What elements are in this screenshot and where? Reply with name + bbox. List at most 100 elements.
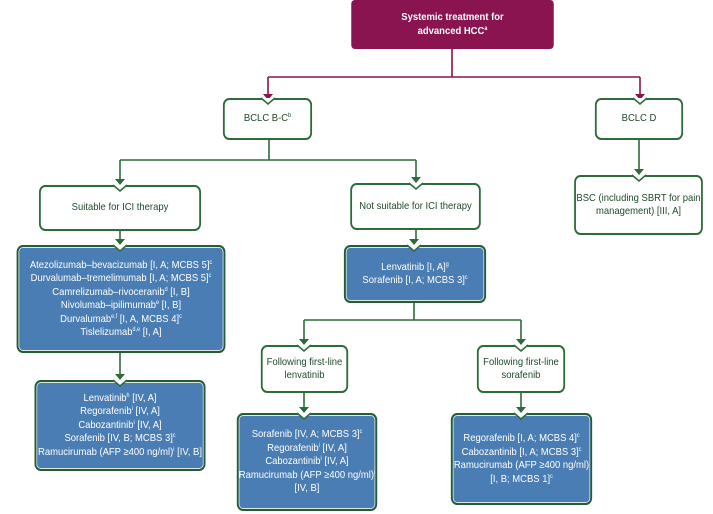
- suitable-label: Suitable for ICI therapy: [71, 201, 169, 214]
- option-text: Sorafenib [I, A; MCBS 3]: [362, 274, 465, 286]
- bsc-line: BSC (including SBRT for pain: [576, 191, 701, 204]
- option-line: Cabozantinibi [IV, A]: [78, 419, 161, 433]
- option-text: Cabozantinib: [265, 455, 321, 468]
- option-text: [I, A, MCBS 4]: [117, 312, 180, 325]
- node-bsc: BSC (including SBRT for pain management)…: [574, 175, 703, 235]
- option-line: Ramucirumab (AFP ≥400 ng/ml)i: [239, 469, 375, 483]
- option-line: Regorafenibi [IV, A]: [80, 405, 160, 419]
- option-line: Durvalumab–tremelimumab [I, A; MCBS 5]c: [31, 272, 212, 286]
- bclc-d-label: BCLC D: [621, 112, 657, 125]
- option-text: Nivolumab–ipilimumab: [60, 299, 157, 311]
- footnote-marker: d,e: [132, 327, 141, 333]
- option-line: Lenvatinibh [IV, A]: [83, 392, 156, 406]
- option-line: Ramucirumab (AFP ≥400 ng/ml): [454, 459, 589, 473]
- root-node-systemic-treatment: Systemic treatment for advanced HCCa: [351, 0, 554, 49]
- option-text: Regorafenib: [267, 441, 319, 454]
- footnote-marker: g: [445, 261, 449, 268]
- option-line: Nivolumab–ipilimumabe [I, B]: [61, 299, 181, 313]
- option-line: Atezolizumab–bevacizumab [I, A; MCBS 5]c: [30, 259, 212, 273]
- footnote-marker: i: [133, 419, 135, 426]
- option-line: Cabozantinibi [IV, A]: [265, 455, 348, 469]
- option-text: [IV, A]: [129, 391, 157, 404]
- footnote-marker: c: [179, 313, 182, 320]
- option-text: [IV, A]: [132, 405, 160, 418]
- option-line: Regorafenibi [IV, A]: [267, 442, 347, 456]
- option-text: Durvalumab–tremelimumab [I, A; MCBS 5]: [30, 272, 209, 284]
- node-ici-first-line-options: Atezolizumab–bevacizumab [I, A; MCBS 5]c…: [16, 245, 226, 353]
- option-text: Cabozantinib [I, A; MCBS 3]: [461, 445, 579, 458]
- option-text: Camrelizumab–rivoceranib: [52, 285, 165, 298]
- option-text: [I, B]: [167, 285, 190, 298]
- footnote-marker: h: [126, 392, 130, 399]
- option-text: Sorafenib [IV, A; MCBS 3]: [251, 428, 360, 441]
- footnote-marker: i: [374, 469, 376, 476]
- option-line: Sorafenib [IV, A; MCBS 3]c: [252, 428, 363, 442]
- node-after-sorafenib: Following first-line sorafenib: [476, 345, 566, 393]
- option-line: Durvalumabe,f [I, A, MCBS 4]c: [60, 313, 182, 327]
- node-suitable-ici: Suitable for ICI therapy: [39, 185, 201, 231]
- after-sorafenib-line: sorafenib: [501, 369, 541, 381]
- option-text: Tislelizumab: [80, 326, 133, 338]
- title-line-2: advanced HCCa: [417, 24, 488, 37]
- footnote-marker: c: [550, 473, 553, 480]
- footnote-marker: e,f: [111, 313, 118, 320]
- title-line-1: Systemic treatment for: [401, 11, 504, 23]
- option-line: Lenvatinib [I, A]g: [381, 261, 449, 275]
- option-line: Sorafenib [IV, B; MCBS 3]c: [64, 432, 175, 446]
- option-text: [I, B; MCBS 1]: [490, 472, 551, 485]
- maroon-arrowheads: [263, 94, 645, 100]
- option-line: [I, B; MCBS 1]c: [490, 473, 553, 487]
- node-ici-second-line-options: Lenvatinibh [IV, A]Regorafenibi [IV, A]C…: [34, 380, 206, 471]
- footnote-marker: i: [318, 442, 320, 449]
- option-text: Regorafenib [I, A; MCBS 4]: [463, 432, 577, 444]
- footnote-marker: d: [164, 286, 168, 293]
- option-line: [IV, B]: [295, 482, 320, 496]
- footnote-marker: i: [320, 456, 322, 463]
- option-text: [IV, A]: [319, 441, 347, 454]
- option-text: Durvalumab: [60, 312, 112, 325]
- option-line: Cabozantinib [I, A; MCBS 3]c: [462, 446, 582, 460]
- option-text: Ramucirumab (AFP ≥400 ng/ml): [453, 459, 590, 471]
- option-text: Regorafenib: [80, 405, 132, 418]
- footnote-marker: c: [359, 429, 363, 436]
- option-text: Sorafenib [IV, B; MCBS 3]: [64, 432, 173, 445]
- option-text: [IV, A]: [321, 455, 349, 468]
- footnote-marker: i: [131, 406, 133, 413]
- footnote-marker: i: [173, 446, 175, 453]
- option-text: Lenvatinib: [83, 391, 127, 404]
- footnote-marker: c: [208, 273, 212, 279]
- option-text: Atezolizumab–bevacizumab [I, A; MCBS 5]: [29, 258, 210, 271]
- option-text: [IV, A]: [134, 418, 162, 431]
- option-line: Regorafenib [I, A; MCBS 4]c: [463, 432, 579, 446]
- option-line: Camrelizumab–rivoceranibd [I, B]: [52, 286, 189, 300]
- footnote-marker: e: [156, 300, 160, 306]
- after-sorafenib-line: Following first-line: [483, 355, 559, 368]
- maroon-connectors: [267, 49, 641, 95]
- option-text: [IV, B]: [174, 445, 202, 458]
- node-bclc-bc: BCLC B-Cb: [222, 98, 313, 140]
- footnote-marker: c: [464, 275, 468, 281]
- bclc-bc-label: BCLC B-Cb: [243, 112, 292, 125]
- option-line: Ramucirumab (AFP ≥400 ng/ml)i [IV, B]: [38, 446, 202, 460]
- footnote-marker: c: [576, 433, 580, 439]
- footnote-marker: c: [209, 259, 213, 266]
- bsc-line: management) [III, A]: [595, 205, 682, 217]
- node-after-lenvatinib: Following first-line lenvatinib: [260, 345, 349, 393]
- after-lenvatinib-line: Following first-line: [266, 355, 343, 368]
- node-not-suitable-ici: Not suitable for ICI therapy: [350, 183, 481, 230]
- option-text: Ramucirumab (AFP ≥400 ng/ml): [38, 445, 174, 458]
- after-lenvatinib-line: lenvatinib: [284, 369, 325, 381]
- option-line: Sorafenib [I, A; MCBS 3]c: [362, 274, 467, 288]
- option-text: Ramucirumab (AFP ≥400 ng/ml): [238, 468, 375, 481]
- option-line: Tislelizumabd,e [I, A]: [80, 326, 161, 340]
- footnote-marker: c: [578, 446, 582, 453]
- option-text: [I, A]: [140, 326, 162, 338]
- option-text: [IV, B]: [294, 482, 320, 495]
- node-bclc-d: BCLC D: [594, 98, 684, 140]
- option-text: Cabozantinib: [78, 418, 134, 431]
- option-text: Lenvatinib [I, A]: [381, 260, 446, 273]
